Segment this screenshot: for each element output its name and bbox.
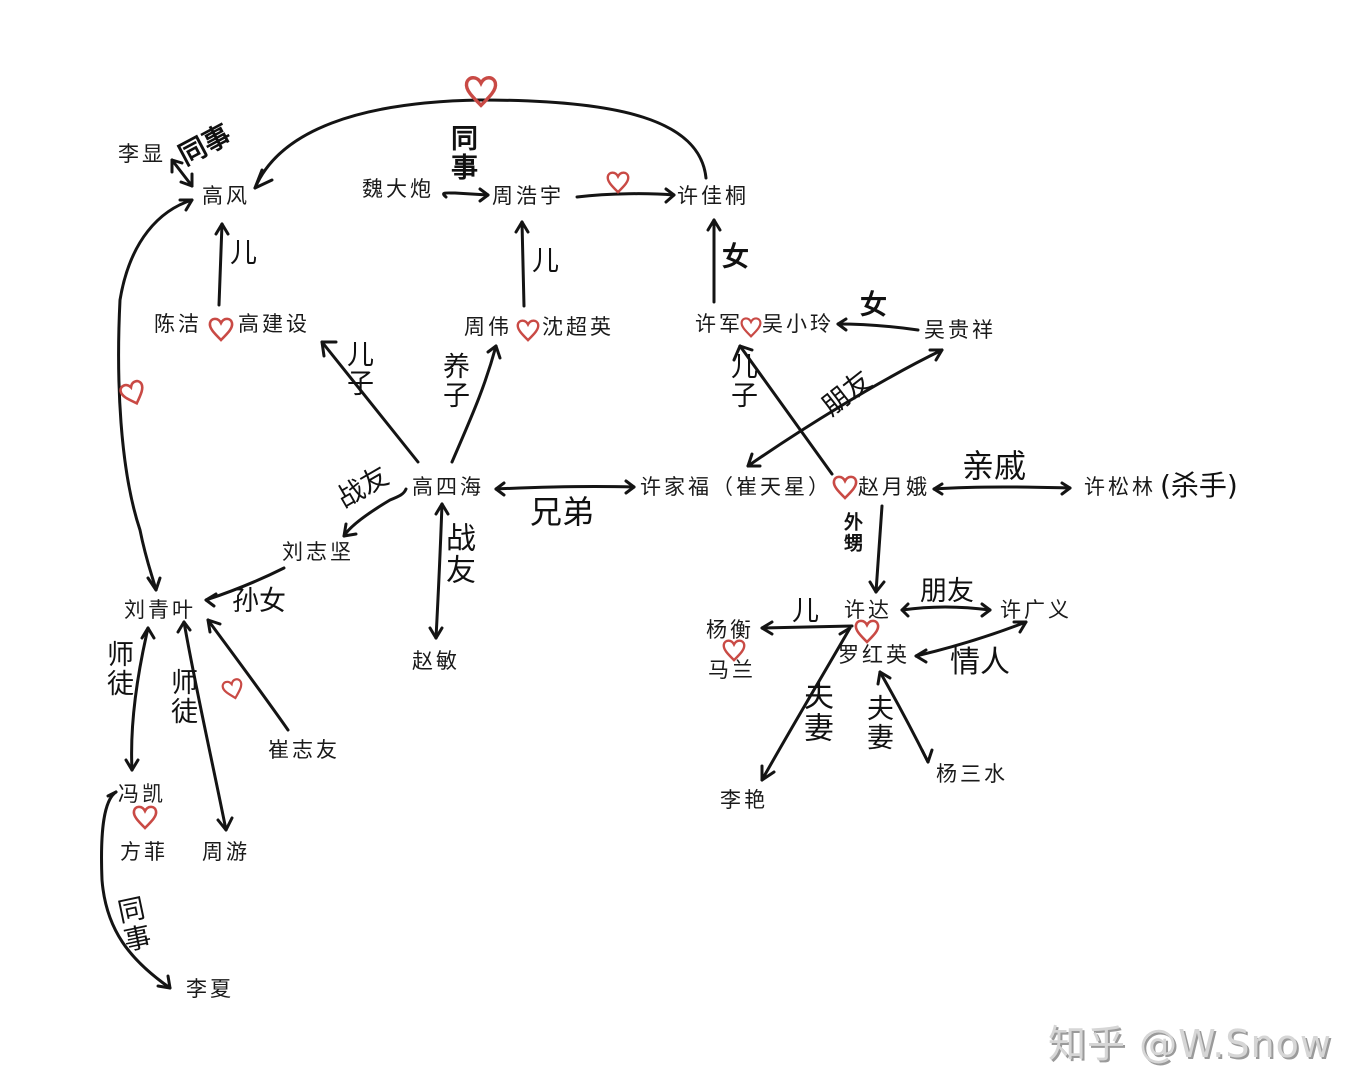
edge-xuguangyi-luohongying [914, 620, 1028, 658]
heart-icon-gaofeng-liuqingye [116, 376, 149, 409]
node-cui-zhiyou: 崔志友 [268, 738, 340, 762]
node-shen-chaoying: 沈超英 [542, 315, 614, 339]
node-zhou-haoyu: 周浩宇 [492, 184, 564, 208]
edge-cuizhiyou-liuqingye [206, 618, 290, 732]
edge-xuda-liyan [760, 626, 852, 782]
label-gaosihai-zhouwei: 养子 [438, 352, 469, 410]
label-xuda-yangheng: 儿 [792, 596, 819, 627]
node-gao-jianshe: 高建设 [238, 312, 310, 336]
node-li-xian: 李显 [118, 142, 166, 166]
node-zhao-yue-e: 赵月娥 [858, 475, 930, 499]
heart-icon-fengkai-fangfei [132, 804, 158, 830]
node-xu-da: 许达 [844, 598, 892, 622]
label-luohongying-yangsanshui: 夫妻 [862, 694, 893, 752]
heart-icon-xujiafu-zhaoyuee [832, 474, 858, 500]
node-wu-xiaoling: 吴小玲 [762, 312, 834, 336]
node-xu-jun: 许军 [695, 312, 743, 336]
edge-weidapao-zhouhaoyu [442, 191, 490, 199]
edge-xuda-xuguangyi [900, 605, 992, 612]
node-zhao-min: 赵敏 [412, 649, 460, 673]
edge-zhaoyuee-xuda [874, 504, 884, 594]
heart-icon-chenjie-gaojianshe [208, 316, 234, 342]
edge-gaosihai-xujiafu [494, 484, 636, 491]
node-luo-hongying: 罗红英 [838, 643, 910, 667]
node-liu-qingye: 刘青叶 [124, 598, 196, 622]
edge-xujiatong-gaofeng [253, 98, 708, 190]
edge-gaosihai-gaojianshe [320, 340, 420, 464]
label-liuqingye-fengkai: 师徒 [102, 640, 133, 698]
node-xu-jiatong: 许佳桐 [677, 184, 749, 208]
label-liuqingye-zhouyou: 师徒 [166, 668, 197, 726]
edge-zhouwei-zhouhaoyu [520, 220, 526, 308]
label-xuda-xuguangyi: 朋友 [920, 576, 974, 607]
node-wei-dapao: 魏大炮 [362, 177, 434, 201]
node-li-xia: 李夏 [186, 977, 234, 1001]
heart-icon-xuda-luohongying [854, 618, 880, 644]
heart-icon-gaofeng-xujiatong [464, 74, 498, 108]
node-ma-lan: 马兰 [708, 658, 756, 682]
node-gao-feng: 高风 [202, 184, 250, 208]
node-liu-zhijian: 刘志坚 [282, 540, 354, 564]
label-gaojianshe-gaofeng: 儿 [230, 238, 257, 269]
watermark: 知乎 @W.Snow [1048, 1022, 1332, 1066]
edge-lixian-gaofeng [170, 158, 194, 188]
node-feng-kai: 冯凯 [118, 782, 166, 806]
edge-fengkai-lixia [100, 790, 172, 990]
node-fang-fei: 方菲 [120, 840, 168, 864]
label-zhouwei-zhouhaoyu: 儿 [532, 246, 559, 277]
node-xu-songlin: 许松林 [1084, 475, 1156, 499]
node-li-yan: 李艳 [720, 788, 768, 812]
edge-gaosihai-zhaomin [434, 502, 444, 640]
node-xu-guangyi: 许广义 [1000, 598, 1072, 622]
edge-gaosihai-liuzhijian [342, 487, 408, 538]
label-xuguangyi-luohongying: 情人 [950, 645, 1010, 680]
heart-icon-cuizhiyou-liuqingye [220, 676, 247, 703]
label-liuzhijian-liuqingye: 孙女 [232, 586, 286, 617]
edge-liuqingye-zhouyou [182, 620, 228, 832]
heart-icon-zhouwei-shenchaoying [516, 318, 540, 342]
edge-zhouhaoyu-xujiatong [575, 192, 676, 199]
edge-liuqingye-fengkai [130, 626, 150, 772]
edge-wuguixiang-wuxiaoling [836, 322, 920, 332]
edge-xujiafu-xujun [738, 344, 834, 476]
heart-icon-yangheng-malan [722, 638, 746, 662]
node-zhou-wei: 周伟 [464, 315, 512, 339]
node-gao-sihai: 高四海 [412, 475, 484, 499]
edge-liuzhijian-liuqingye [204, 566, 286, 602]
xu-songlin-note: (杀手) [1160, 469, 1238, 502]
label-xujiafu-xujun: 儿子 [726, 352, 757, 410]
node-yang-sanshui: 杨三水 [936, 762, 1008, 786]
edge-gaosihai-zhouwei [450, 344, 498, 464]
heart-icon-xujun-wuxiaoling [740, 316, 762, 338]
label-xuda-liyan: 夫妻 [798, 680, 833, 744]
label-wuguixiang-wuxiaoling: 女 [860, 290, 887, 321]
node-zhou-you: 周游 [202, 840, 250, 864]
node-wu-guixiang: 吴贵祥 [924, 318, 996, 342]
edge-gaofeng-liuqingye [117, 198, 194, 592]
node-xu-jiafu: 许家福（崔天星） [640, 475, 832, 499]
edge-zhaoyuee-xusonglin [932, 485, 1072, 491]
label-gaosihai-zhaomin: 战友 [440, 522, 475, 586]
label-xujun-xujiatong: 女 [722, 242, 749, 273]
label-zhaoyuee-xuda: 外甥 [841, 512, 863, 554]
label-gaosihai-xujiafu: 兄弟 [530, 493, 595, 531]
edge-xuda-yangheng [760, 624, 854, 630]
label-zhaoyuee-xusonglin: 亲戚 [962, 447, 1027, 485]
node-yang-heng: 杨衡 [706, 618, 754, 642]
node-chen-jie: 陈洁 [154, 312, 202, 336]
heart-icon-zhouhaoyu-xujiatong [606, 170, 630, 194]
edge-xujiafu-wuguixiang [746, 348, 944, 468]
label-gaosihai-gaojianshe: 儿子 [342, 340, 373, 398]
edge-gaojianshe-gaofeng [217, 222, 224, 307]
label-weidapao-zhouhaoyu: 同事 [446, 124, 477, 182]
